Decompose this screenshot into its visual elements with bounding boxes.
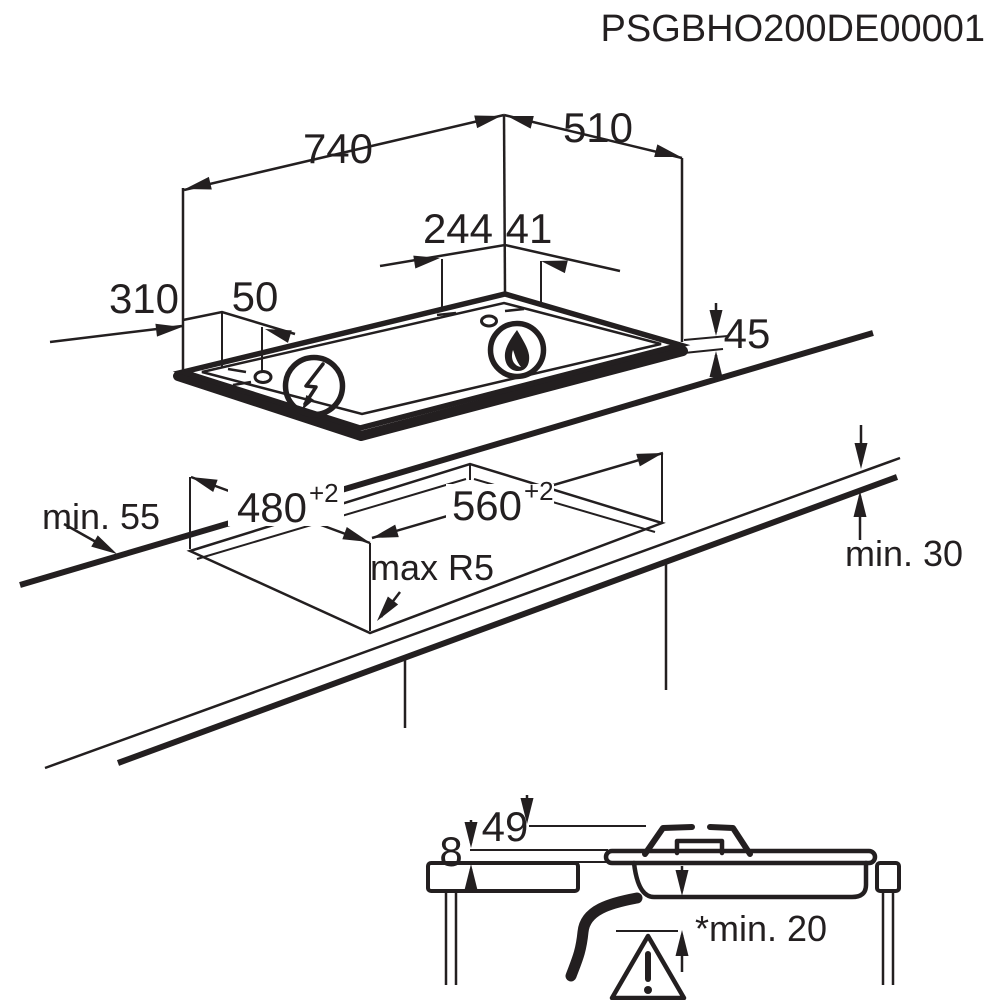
hob-body-under-counter (631, 860, 869, 900)
dimension-480: 480 +2 (188, 470, 372, 549)
note-corner-radius: max R5 (370, 547, 494, 588)
flame-icon-highlight (511, 350, 521, 367)
exclamation-dot (644, 986, 652, 994)
dimension-8: 8 (439, 820, 608, 892)
annotation-max-r5: max R5 (370, 547, 494, 626)
worktop-cutout-view: min. 55 480 +2 560 +2 max R5 (42, 425, 963, 770)
dim-label-min-20: *min. 20 (695, 908, 827, 949)
extension-line (502, 114, 507, 294)
lightning-icon (303, 362, 325, 406)
arrowhead (474, 109, 503, 129)
hob-panel (603, 848, 878, 866)
gas-hose (565, 892, 643, 982)
dim-tolerance-480: +2 (309, 478, 339, 508)
dash-leader (504, 307, 525, 313)
gas-connection-icon (487, 320, 547, 380)
worktop-front-bottom-edge (116, 474, 899, 766)
arrowhead (709, 310, 723, 336)
dimension-49: 49 (482, 795, 646, 850)
dim-label-45: 45 (724, 310, 771, 357)
arrowhead (342, 526, 372, 549)
lightning-icon-circle (282, 354, 346, 418)
arrowhead (413, 251, 442, 269)
dim-label-510: 510 (563, 104, 633, 151)
dimension-740: 740 (181, 109, 505, 372)
arrowhead (636, 446, 665, 467)
arrowhead (464, 822, 478, 848)
label-halo (228, 486, 344, 526)
dash-leader (227, 367, 247, 374)
dim-label-49: 49 (482, 803, 529, 850)
side-section-view: 49 8 *min. 20 (426, 795, 901, 1000)
gas-hole (480, 314, 498, 328)
dim-tolerance-560: +2 (524, 476, 554, 506)
electric-hole (253, 370, 273, 384)
dim-label-41: 41 (506, 205, 553, 252)
dim-label-8: 8 (439, 828, 462, 875)
arrowhead (654, 144, 683, 164)
dim-label-min-55: min. 55 (42, 496, 160, 537)
arrowhead (155, 320, 183, 337)
flame-icon (504, 330, 530, 371)
arrowhead (183, 176, 212, 196)
dimension-min-30: min. 30 (845, 425, 963, 574)
dimension-310-50: 310 50 (49, 273, 296, 373)
arrowhead (464, 864, 478, 890)
hob-top-view: 740 510 244 41 3 (19, 104, 874, 588)
dimension-244-41: 244 41 (379, 205, 621, 307)
dash-leader (436, 311, 457, 317)
arrowhead (854, 443, 868, 469)
dim-label-310: 310 (109, 275, 179, 322)
warning-icon (609, 933, 687, 1000)
worktop-front-top-edge (44, 456, 901, 770)
hob-rim-side (173, 346, 688, 441)
dim-label-50: 50 (232, 273, 279, 320)
electric-connection-icon (282, 354, 346, 418)
extension-line (683, 335, 729, 341)
pan-support-left (642, 824, 695, 857)
dash-leader (232, 380, 252, 387)
label-halo (446, 484, 554, 524)
dimension-min-20: *min. 20 (616, 866, 827, 972)
pan-support-right (707, 824, 753, 857)
arrowhead (709, 351, 723, 377)
worktop-right-section (875, 861, 901, 893)
drawing-code: PSGBHO200DE00001 (601, 8, 985, 50)
arrowhead (505, 109, 534, 129)
arrowhead (188, 470, 218, 493)
dimension-min-55: min. 55 (42, 496, 160, 560)
cutout-opening (186, 462, 666, 635)
dim-label-740: 740 (303, 125, 373, 172)
dimension-560: 560 +2 (369, 446, 665, 631)
dim-label-560: 560 (452, 482, 522, 529)
arrowhead (675, 870, 689, 896)
dim-label-min-30: min. 30 (845, 533, 963, 574)
dim-label-244: 244 (423, 205, 493, 252)
arrowhead (370, 524, 399, 545)
dimension-45: 45 (683, 303, 771, 382)
dimension-510: 510 (502, 104, 684, 342)
exclamation-triangle-icon (609, 933, 687, 1000)
arrowhead (675, 930, 689, 956)
burner-cap (674, 838, 725, 856)
dim-label-480: 480 (237, 484, 307, 531)
worktop-edge-line (19, 330, 874, 588)
flame-icon-circle (487, 320, 547, 380)
extension-line (683, 348, 724, 354)
